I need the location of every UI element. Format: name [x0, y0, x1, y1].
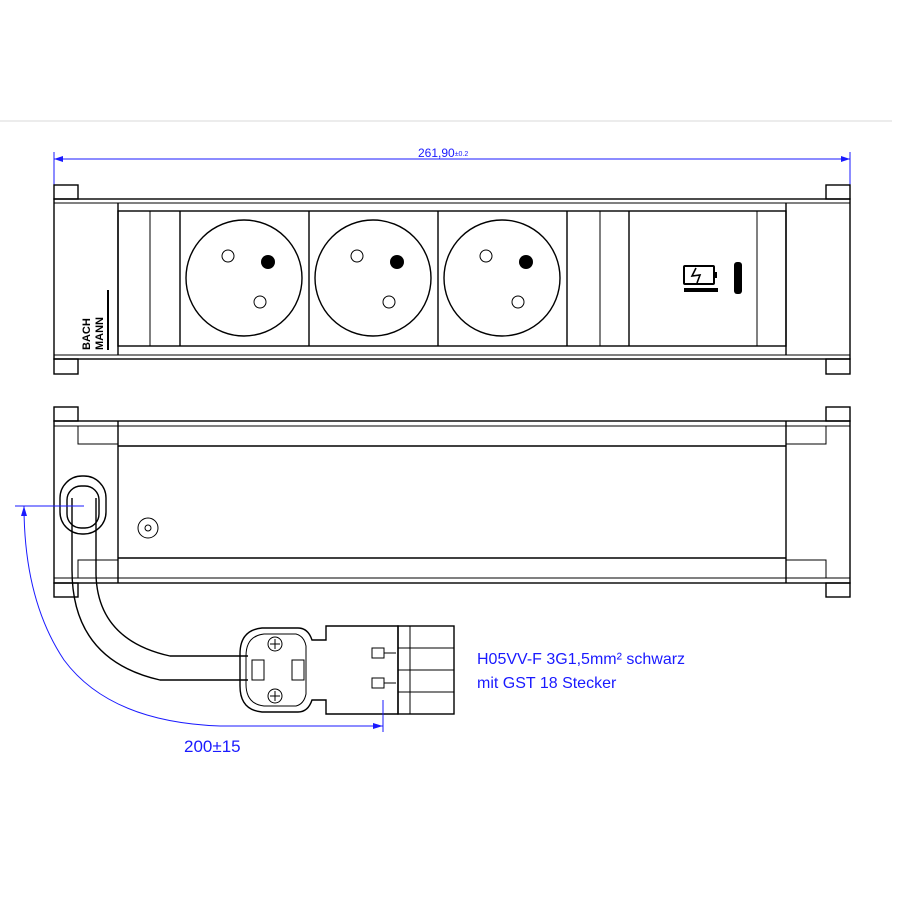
side-tab-top-right [825, 406, 851, 422]
mount-tab-bottom-right [825, 358, 851, 375]
screw-icon [137, 517, 159, 539]
front-body [53, 198, 851, 360]
cable-note: H05VV-F 3G1,5mm² schwarz mit GST 18 Stec… [477, 651, 685, 692]
brand-logo: BACH MANN [81, 290, 109, 350]
side-view [53, 406, 851, 598]
svg-text:MANN: MANN [94, 317, 106, 350]
cable-gland [59, 475, 107, 535]
svg-text:BACH: BACH [81, 318, 93, 350]
overall-dimension: 261,90±0.2 [53, 146, 851, 185]
socket-2 [314, 219, 432, 337]
front-view: BACH MANN [53, 184, 851, 375]
cable-dimension: 200±15 [15, 505, 384, 756]
socket-3 [443, 219, 561, 337]
usb-charger-icon [683, 262, 742, 294]
mount-tab-bottom-left [53, 358, 79, 375]
side-tab-bottom-right [825, 582, 851, 598]
plug-spec-text: mit GST 18 Stecker [477, 675, 617, 692]
front-panel [117, 210, 787, 347]
socket-1 [185, 219, 303, 337]
cable-length-text: 200±15 [184, 737, 241, 756]
side-body [53, 420, 851, 584]
mount-tab-top-right [825, 184, 851, 200]
overall-length-text: 261,90±0.2 [418, 146, 468, 160]
cable [71, 498, 248, 681]
side-tab-top-left [53, 406, 79, 422]
gst18-plug [239, 625, 455, 715]
cable-spec-text: H05VV-F 3G1,5mm² schwarz [477, 651, 685, 668]
mount-tab-top-left [53, 184, 79, 200]
usb-port-icon [734, 262, 742, 294]
